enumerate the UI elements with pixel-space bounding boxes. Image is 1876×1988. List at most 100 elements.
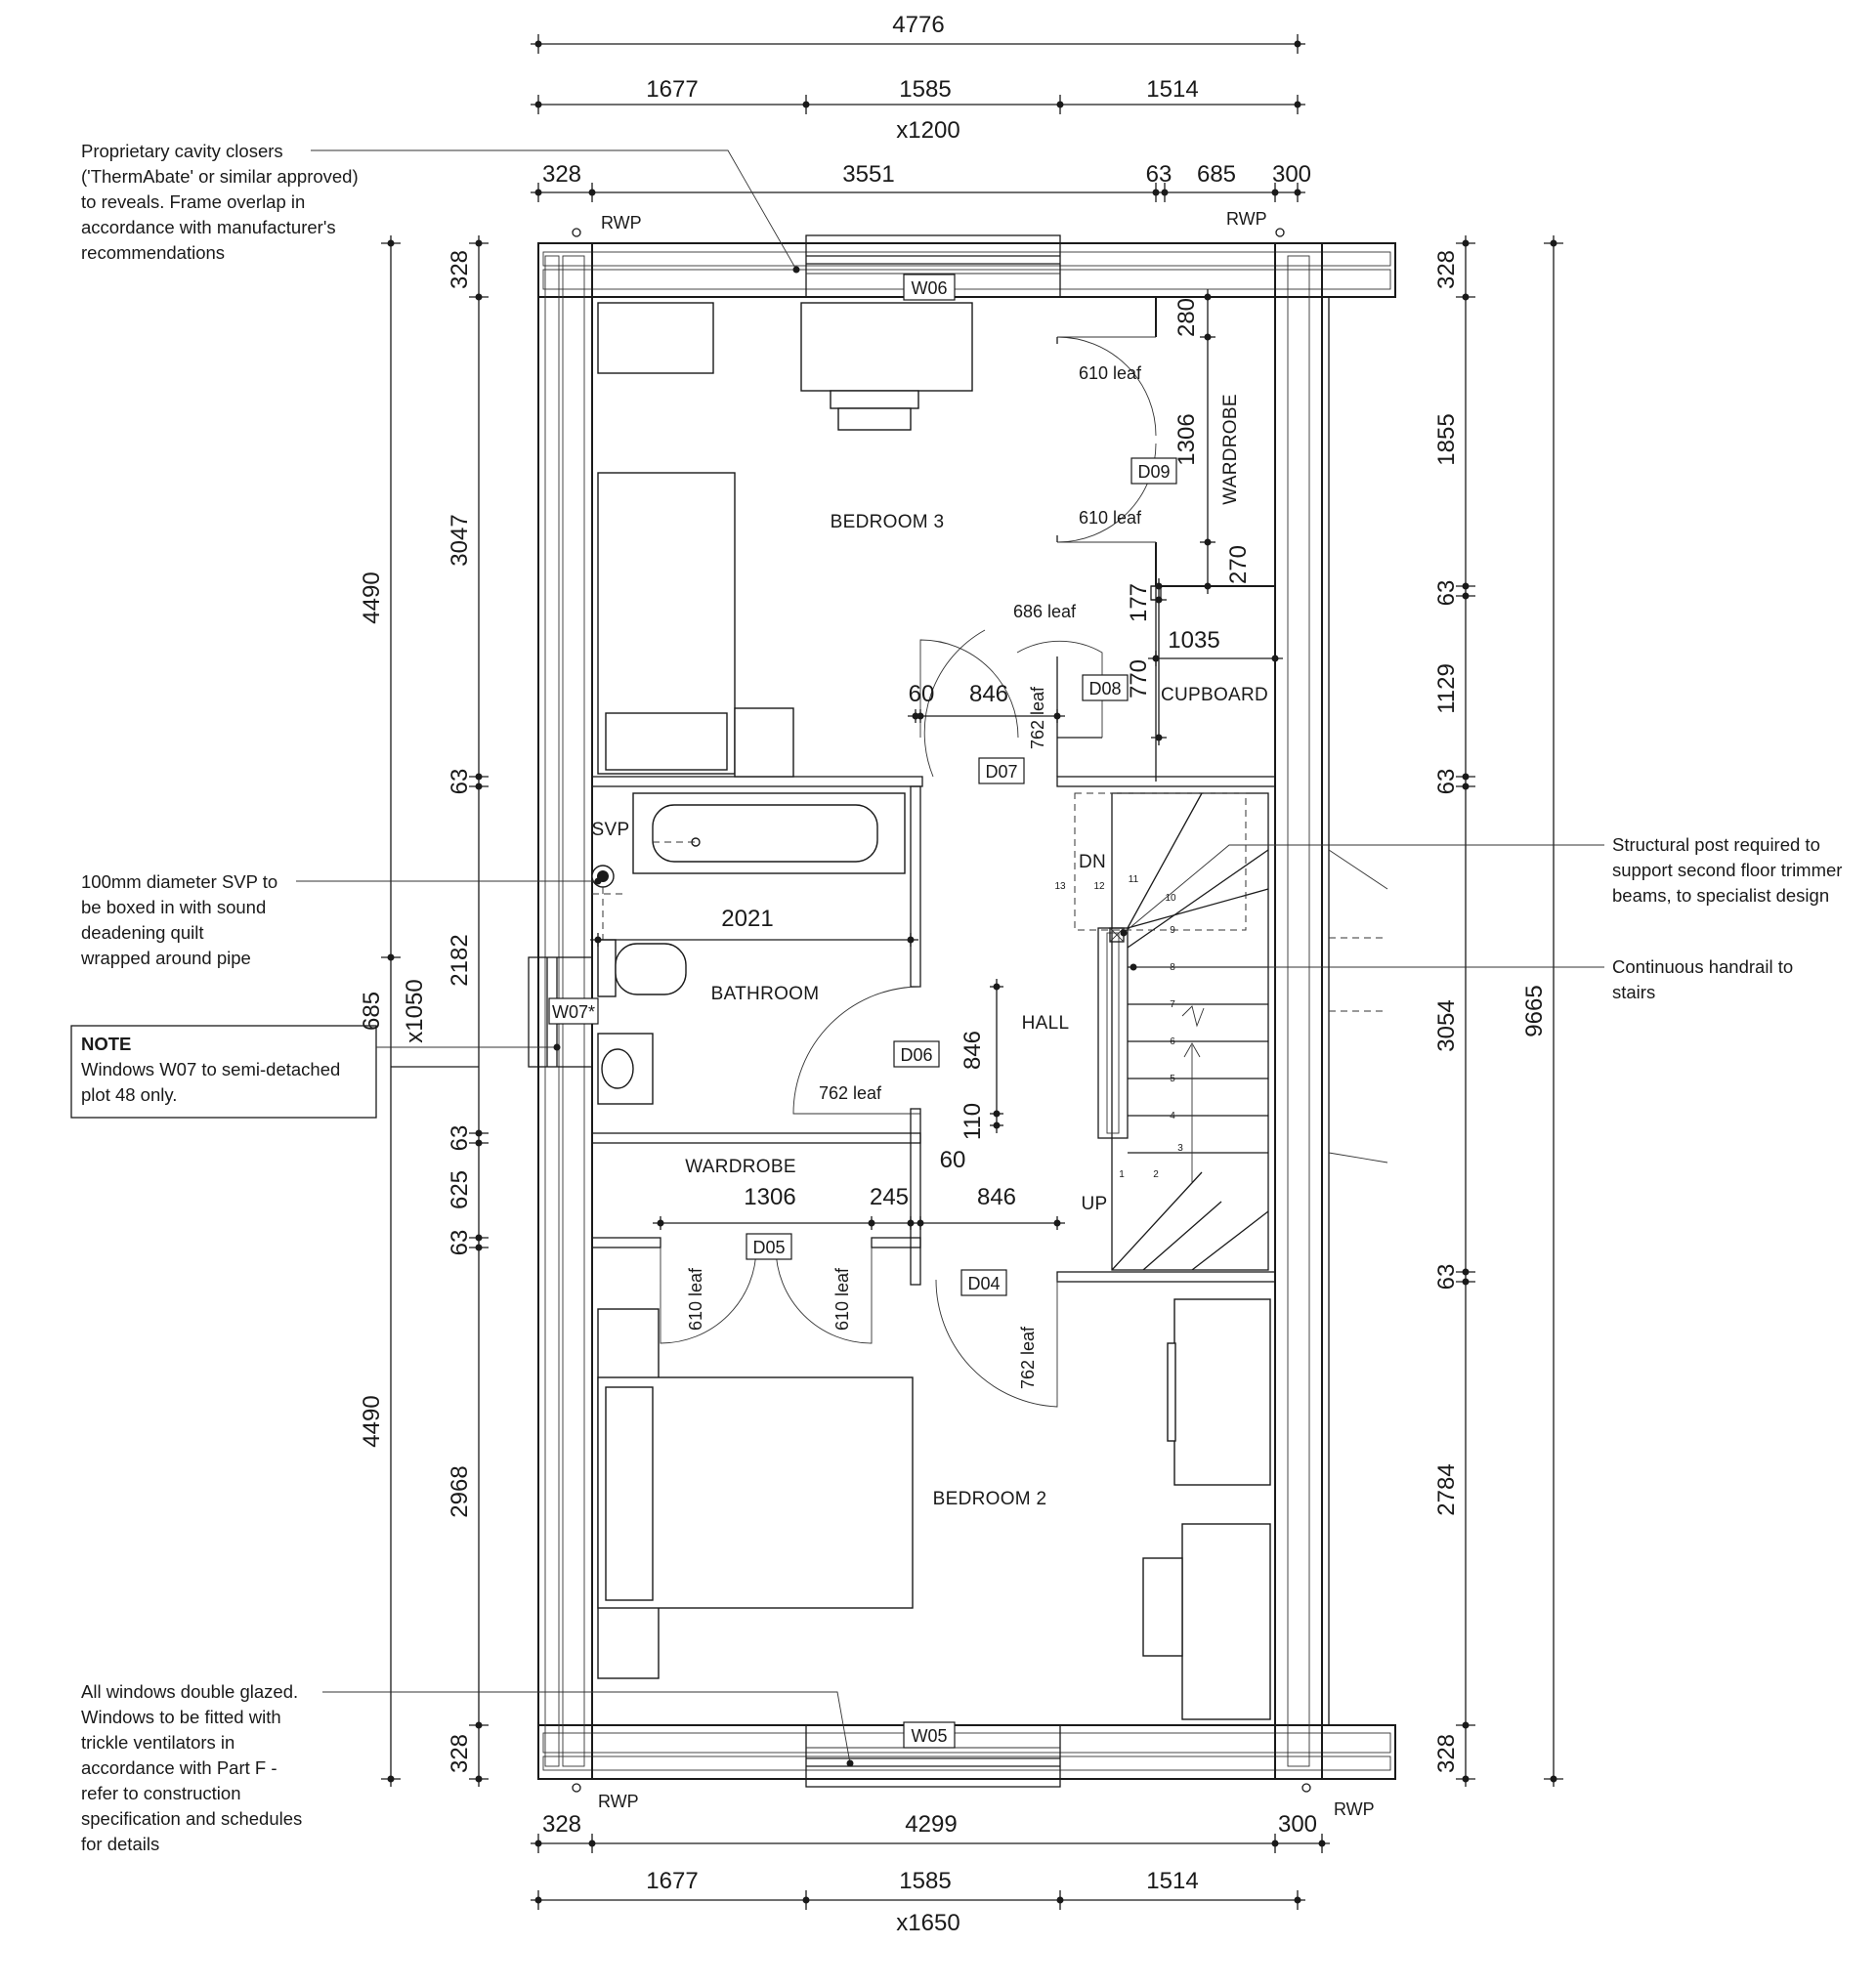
dim-landing-1306: 1306 [744, 1184, 795, 1210]
dim-bath-2021: 2021 [721, 906, 773, 932]
note-post-line-2: support second floor trimmer [1612, 860, 1842, 880]
door-d06-tag: D06 [900, 1045, 932, 1065]
dim-right-63-a: 63 [1433, 580, 1460, 607]
dim-left-63-c: 63 [447, 1230, 473, 1256]
leaf-762-c: 762 leaf [1018, 1326, 1038, 1389]
step-10: 10 [1165, 893, 1176, 904]
note-body-line-1: Windows W07 to semi-detached [81, 1059, 340, 1079]
note-structural-post: Structural post required to support seco… [1120, 834, 1842, 937]
dim-top-1585: 1585 [899, 76, 951, 103]
note-glazing-line-6: specification and schedules [81, 1808, 302, 1829]
note-svp-line-1: 100mm diameter SVP to [81, 871, 277, 892]
leaf-762-b: 762 leaf [819, 1083, 882, 1103]
dim-right-1129: 1129 [1433, 663, 1460, 714]
dim-right-1855: 1855 [1433, 413, 1460, 465]
stair-up-label: UP [1082, 1194, 1108, 1214]
dim-left-4490-upper: 4490 [359, 571, 385, 623]
w07-label: W07* [552, 1002, 595, 1022]
leaf-762-a: 762 leaf [1028, 686, 1047, 749]
dim-cupboard-770: 770 [1126, 659, 1152, 698]
dim-cupboard-177: 177 [1126, 583, 1152, 622]
dim-left-63-a: 63 [447, 769, 473, 795]
room-labels: BEDROOM 3 WARDROBE CUPBOARD BATHROOM HAL… [592, 394, 1268, 1509]
dim-left-3047: 3047 [447, 514, 473, 566]
door-d07-tag: D07 [985, 762, 1017, 782]
dim-landing-245: 245 [870, 1184, 909, 1210]
dim-top-x1200: x1200 [896, 117, 959, 144]
note-handrail-line-2: stairs [1612, 982, 1655, 1002]
note-glazing-line-7: for details [81, 1834, 159, 1854]
step-11: 11 [1129, 874, 1139, 885]
step-4: 4 [1170, 1111, 1175, 1121]
rwp-bottom-left: RWP [598, 1792, 639, 1811]
note-cavity-line-5: recommendations [81, 242, 225, 263]
dim-right-328-bottom: 328 [1433, 1734, 1460, 1773]
dim-top-300: 300 [1272, 161, 1311, 188]
door-swings [660, 336, 1157, 1408]
dim-left-328-top: 328 [447, 250, 473, 289]
note-cavity-closers: Proprietary cavity closers ('ThermAbate'… [81, 141, 800, 274]
note-glazing-line-1: All windows double glazed. [81, 1681, 298, 1702]
dim-wardrobe-1306: 1306 [1173, 413, 1200, 465]
dim-left-328-bottom: 328 [447, 1734, 473, 1773]
room-bathroom: BATHROOM [711, 984, 820, 1004]
note-handrail: Continuous handrail to stairs [1130, 956, 1793, 1002]
annotations: Proprietary cavity closers ('ThermAbate'… [70, 141, 1842, 1854]
note-post-line-3: beams, to specialist design [1612, 885, 1829, 906]
dim-right-3054: 3054 [1433, 999, 1460, 1051]
step-3: 3 [1177, 1143, 1183, 1154]
note-cavity-line-2: ('ThermAbate' or similar approved) [81, 166, 359, 187]
dim-top-1677: 1677 [646, 76, 698, 103]
dim-hall-110: 110 [959, 1103, 986, 1140]
door-d04-tag: D04 [967, 1274, 1000, 1293]
note-svp-line-3: deadening quilt [81, 922, 204, 943]
room-bedroom-2: BEDROOM 2 [933, 1489, 1047, 1509]
note-glazing-line-3: trickle ventilators in [81, 1732, 234, 1753]
step-8: 8 [1170, 962, 1175, 973]
note-title: NOTE [81, 1034, 131, 1054]
dim-left-2968: 2968 [447, 1465, 473, 1517]
dim-bottom-300: 300 [1278, 1811, 1317, 1838]
room-bedroom-3: BEDROOM 3 [831, 512, 945, 532]
step-2: 2 [1153, 1169, 1159, 1180]
note-cavity-line-4: accordance with manufacturer's [81, 217, 336, 237]
rwp-top-left: RWP [601, 213, 642, 233]
room-wardrobe-lower: WARDROBE [685, 1157, 796, 1177]
dim-right-2784: 2784 [1433, 1463, 1460, 1515]
note-glazing-line-4: accordance with Part F - [81, 1757, 277, 1778]
note-handrail-line-1: Continuous handrail to [1612, 956, 1793, 977]
dim-hall-60-b: 60 [940, 1147, 966, 1173]
dim-left-625: 625 [447, 1170, 473, 1209]
leaf-686: 686 leaf [1013, 602, 1077, 621]
door-tags: D09 D08 D07 D06 D05 D04 610 leaf 610 lea… [686, 363, 1177, 1389]
furniture [591, 302, 1271, 1720]
step-13: 13 [1054, 881, 1066, 892]
dim-top-328: 328 [542, 161, 581, 188]
dim-bottom-328: 328 [542, 1811, 581, 1838]
dim-top-3551: 3551 [842, 161, 894, 188]
dimension-lines [381, 34, 1563, 1910]
w06-label: W06 [911, 278, 947, 298]
dim-bottom-4299: 4299 [905, 1811, 957, 1838]
note-svp-line-2: be boxed in with sound [81, 897, 266, 917]
dim-right-63-b: 63 [1433, 769, 1460, 795]
dim-top-1514: 1514 [1146, 76, 1198, 103]
note-glazing-line-5: refer to construction [81, 1783, 241, 1803]
dim-right-63-c: 63 [1433, 1264, 1460, 1290]
note-glazing-line-2: Windows to be fitted with [81, 1707, 281, 1727]
dim-left-685: 685 [359, 992, 385, 1031]
note-cavity-line-3: to reveals. Frame overlap in [81, 191, 305, 212]
dim-bottom-1677: 1677 [646, 1868, 698, 1894]
svp-label: SVP [592, 820, 630, 840]
step-9: 9 [1170, 925, 1175, 936]
note-svp: 100mm diameter SVP to be boxed in with s… [80, 871, 602, 968]
dimension-labels: 4776 1677 1585 1514 x1200 328 3551 63 68… [359, 12, 1548, 1936]
note-cavity-line-1: Proprietary cavity closers [81, 141, 283, 161]
dim-cupboard-1035: 1035 [1168, 627, 1219, 654]
rwp-top-right: RWP [1226, 209, 1267, 229]
room-cupboard: CUPBOARD [1161, 685, 1268, 705]
dim-hall-846-a: 846 [969, 681, 1008, 707]
w05-label: W05 [911, 1726, 947, 1746]
stair-dn-label: DN [1079, 852, 1106, 872]
